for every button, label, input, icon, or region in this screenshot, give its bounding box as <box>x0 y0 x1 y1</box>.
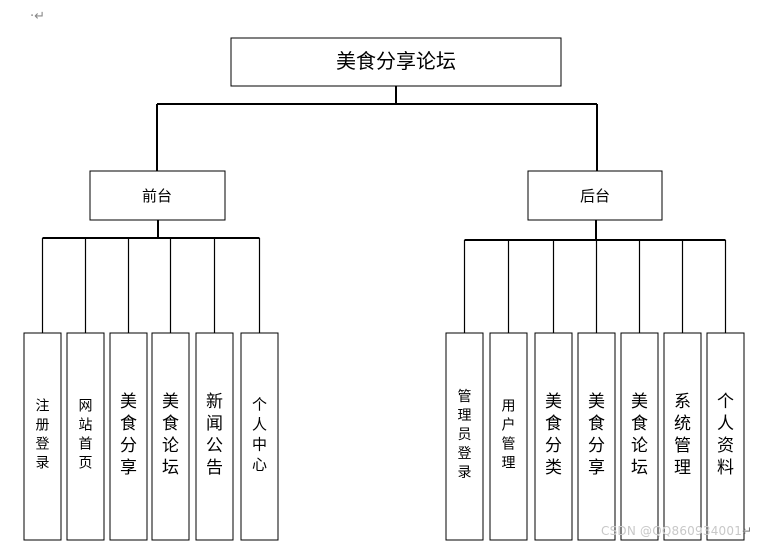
leaf-label: 用户管理 <box>502 398 516 471</box>
leaf-box <box>663 332 702 541</box>
leaf-box <box>23 332 62 541</box>
leaf-node: 美食分类 <box>534 332 573 541</box>
leaf-box <box>620 332 659 541</box>
leaf-box <box>109 332 148 541</box>
branch-label-backend: 后台 <box>580 187 610 205</box>
leaf-node: 美食论坛 <box>620 332 659 541</box>
leaf-node: 新闻公告 <box>195 332 234 541</box>
connector-lines <box>41 86 727 333</box>
leaf-node: 美食分享 <box>577 332 616 541</box>
branch-label-frontend: 前台 <box>142 187 172 205</box>
leaf-box <box>195 332 234 541</box>
leaf-node: 美食论坛 <box>151 332 190 541</box>
root-label: 美食分享论坛 <box>336 49 456 73</box>
watermark: CSDN @QQ860934001↵ <box>601 524 752 538</box>
leaf-box <box>445 332 484 541</box>
leaf-node: 用户管理 <box>489 332 528 541</box>
leaf-node: 管理员登录 <box>445 332 484 541</box>
root-node: 美食分享论坛 <box>230 37 562 87</box>
branch-node-frontend: 前台 <box>89 170 226 221</box>
leaf-label: 美食分享 <box>120 392 137 478</box>
watermark-text: CSDN @QQ860934001 <box>601 524 743 538</box>
leaf-label: 美食分享 <box>588 392 605 478</box>
leaf-node: 个人中心 <box>240 332 279 541</box>
leaf-label: 个人资料 <box>717 392 734 478</box>
leaf-box <box>489 332 528 541</box>
leaf-box <box>577 332 616 541</box>
leaf-label: 注册登录 <box>36 398 50 471</box>
leaf-node: 个人资料 <box>706 332 745 541</box>
leaf-label: 美食论坛 <box>631 392 648 478</box>
leaf-label: 管理员登录 <box>458 389 472 481</box>
leaf-node: 注册登录 <box>23 332 62 541</box>
paragraph-mark: ·↵ <box>30 9 46 24</box>
leaf-label: 美食论坛 <box>162 392 179 478</box>
leaf-nodes: 注册登录 网站首页 美食分享 美食论坛 新闻公告 个人中心 管理员登录 用户管理 美食分类 美食分… <box>23 332 745 541</box>
leaf-box <box>240 332 279 541</box>
watermark-return-mark: ↵ <box>742 524 753 538</box>
leaf-box <box>66 332 105 541</box>
leaf-node: 网站首页 <box>66 332 105 541</box>
leaf-node: 美食分享 <box>109 332 148 541</box>
leaf-box <box>534 332 573 541</box>
leaf-label: 新闻公告 <box>206 392 223 478</box>
leaf-box <box>151 332 190 541</box>
leaf-label: 网站首页 <box>79 398 93 471</box>
branch-node-backend: 后台 <box>527 170 663 221</box>
leaf-label: 系统管理 <box>674 392 691 478</box>
leaf-node: 系统管理 <box>663 332 702 541</box>
leaf-label: 个人中心 <box>252 395 267 473</box>
leaf-box <box>706 332 745 541</box>
leaf-label: 美食分类 <box>545 392 562 478</box>
